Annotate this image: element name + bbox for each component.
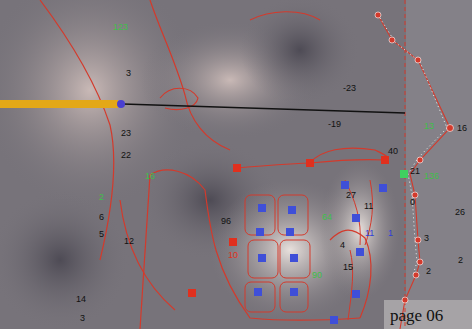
measurement-value: -19 — [328, 119, 341, 129]
measurement-value: 136 — [424, 171, 439, 181]
measurement-value: 16 — [457, 123, 467, 133]
measurement-value: 90 — [312, 270, 322, 280]
measurement-value: 14 — [76, 294, 86, 304]
measurement-value: 40 — [388, 146, 398, 156]
measurement-value: 96 — [221, 216, 231, 226]
measurement-value: 123 — [113, 22, 128, 32]
measurement-value: 12 — [124, 236, 134, 246]
measurement-value: 5 — [99, 229, 104, 239]
measurement-value: 2 — [99, 192, 104, 202]
page-number: page 06 — [390, 306, 443, 325]
measurement-value: 21 — [410, 166, 420, 176]
measurement-value: 4 — [340, 240, 345, 250]
measurement-value: 3 — [126, 68, 131, 78]
measurement-value: 15 — [343, 262, 353, 272]
measurement-value: 23 — [121, 128, 131, 138]
measurement-value: 16 — [145, 171, 155, 181]
measurement-value: 13 — [424, 121, 434, 131]
measurement-value: 22 — [121, 150, 131, 160]
measurement-value: 0 — [410, 197, 415, 207]
measurement-value: 10 — [228, 250, 238, 260]
measurement-value: 3 — [424, 233, 429, 243]
measurement-value: 64 — [322, 212, 332, 222]
measurement-value: -23 — [343, 83, 356, 93]
measurement-value: 3 — [80, 313, 85, 323]
measurement-value: 1 — [388, 228, 393, 238]
measurement-value: 6 — [99, 212, 104, 222]
measurement-value: 2 — [426, 266, 431, 276]
measurement-value: 26 — [455, 207, 465, 217]
measurement-value: 2 — [458, 255, 463, 265]
measurement-value: 11 — [365, 228, 374, 238]
measurement-value: 11 — [364, 201, 373, 211]
measurement-value: 27 — [346, 190, 356, 200]
